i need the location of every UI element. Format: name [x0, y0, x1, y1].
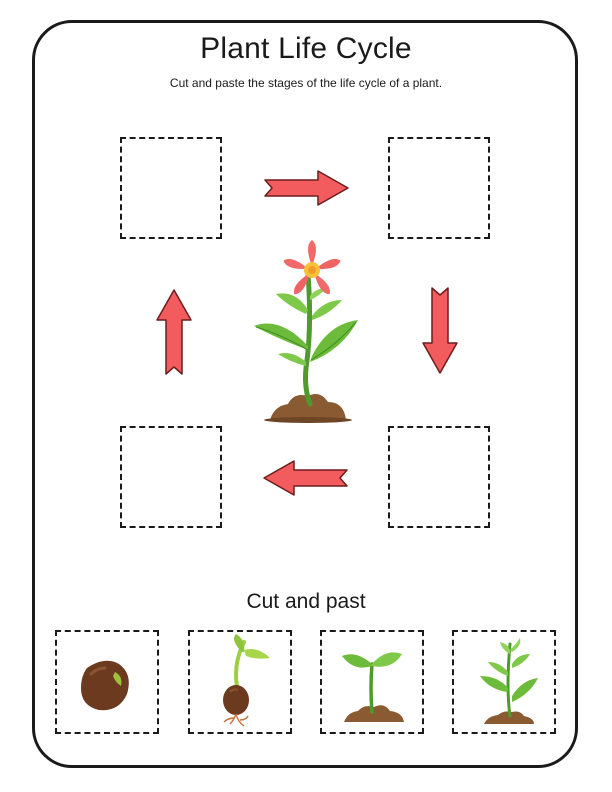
paste-slot-bottom-left[interactable]: [120, 426, 222, 528]
arrow-up-icon: [156, 289, 192, 375]
young-plant-icon: [480, 638, 538, 724]
cutout-card-seedling[interactable]: [320, 630, 424, 734]
cutout-card-germinating-seed[interactable]: [188, 630, 292, 734]
seedling-icon: [342, 652, 404, 722]
arrow-down-icon: [422, 287, 458, 374]
arrow-right-icon: [264, 170, 349, 206]
cutout-card-young-plant[interactable]: [452, 630, 556, 734]
page-title: Plant Life Cycle: [200, 32, 412, 65]
paste-slot-top-right[interactable]: [388, 137, 490, 239]
paste-slot-bottom-right[interactable]: [388, 426, 490, 528]
germinating-seed-icon: [223, 634, 270, 727]
cutouts-heading: Cut and past: [246, 590, 366, 613]
worksheet-border: [32, 20, 578, 768]
paste-slot-top-left[interactable]: [120, 137, 222, 239]
seed-icon: [81, 660, 129, 711]
cutout-card-seed[interactable]: [55, 630, 159, 734]
flowering-plant-icon: [254, 240, 358, 423]
instructions-text: Cut and paste the stages of the life cyc…: [169, 76, 443, 90]
arrow-left-icon: [263, 460, 348, 496]
